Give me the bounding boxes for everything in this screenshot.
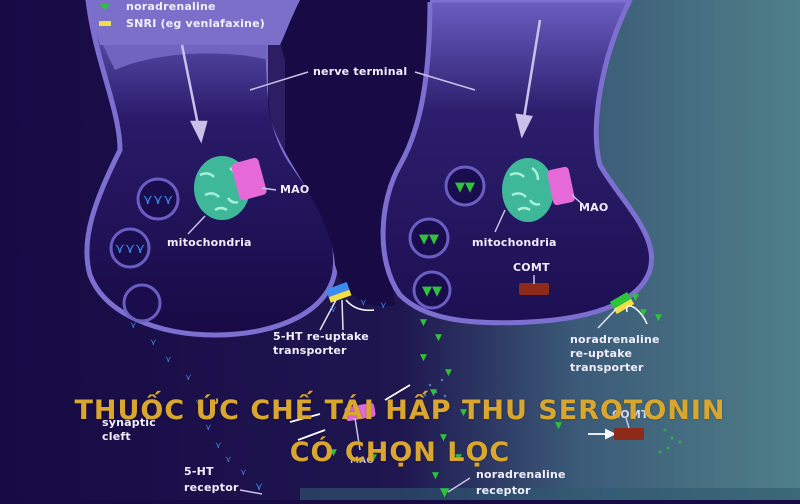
svg-text:▼: ▼	[445, 368, 452, 378]
svg-text:⋎: ⋎	[255, 480, 263, 493]
svg-text:⋎: ⋎	[165, 355, 172, 365]
svg-text:▼: ▼	[435, 333, 442, 343]
svg-text:▼: ▼	[370, 453, 377, 463]
svg-text:▼: ▼	[420, 318, 427, 328]
title-line-1: THUỐC ỨC CHẾ TÁI HẤP THU SEROTONIN	[74, 395, 726, 426]
na-transporter-label-1: noradrenaline	[570, 333, 660, 346]
svg-text:▼: ▼	[460, 408, 467, 418]
svg-text:⋎⋎⋎: ⋎⋎⋎	[143, 192, 174, 208]
svg-text:▼: ▼	[432, 471, 439, 481]
legend-snri-icon	[99, 21, 111, 26]
left-mao-icon	[231, 157, 267, 201]
right-vesicle-3: ▼▼	[412, 270, 452, 310]
svg-text:▼: ▼	[655, 313, 662, 323]
na-transporter-label-2: re-uptake	[570, 347, 633, 360]
right-vesicle-2: ▼▼	[408, 217, 450, 259]
right-mitochondria-label: mitochondria	[472, 236, 557, 249]
left-vesicle-1: ⋎⋎⋎	[136, 177, 180, 221]
svg-text:▼: ▼	[455, 453, 462, 463]
svg-text:▼: ▼	[440, 433, 447, 443]
svg-text:⋎: ⋎	[195, 398, 202, 408]
ht-receptor-label-2: receptor	[184, 481, 239, 494]
svg-text:▼▼: ▼▼	[419, 232, 439, 247]
comt-label-top: COMT	[513, 261, 550, 274]
svg-text:⋎: ⋎	[360, 298, 367, 308]
comt-icon-bottom	[614, 428, 644, 440]
bottom-mao-icon	[344, 402, 376, 422]
mao-label-bottom: MAO	[350, 456, 375, 466]
svg-text:▼: ▼	[555, 421, 562, 431]
svg-text:⋎: ⋎	[185, 373, 192, 383]
na-transporter-label-3: transporter	[570, 361, 644, 374]
ht-reuptake-transporter-icon	[325, 282, 352, 303]
svg-text:▼: ▼	[440, 485, 450, 499]
right-vesicle-1: ▼▼	[444, 165, 486, 207]
legend-snri-label: SNRI (eg venlafaxine)	[126, 17, 265, 30]
svg-text:▼: ▼	[330, 448, 337, 458]
left-vesicle-3	[122, 283, 162, 323]
svg-text:⋎: ⋎	[215, 441, 222, 451]
comt-label-bottom: COMT	[612, 408, 649, 421]
title-line-2: CÓ CHỌN LỌC	[289, 437, 511, 468]
right-mitochondria-icon	[502, 158, 554, 222]
noradrenaline-molecules: ▼ ▼ ▼ ▼ ▼ ▼ ▼ ▼ ▼ ▼ ▼ ▼ ▼ ▼ ▼ ▼	[330, 293, 662, 499]
right-mao-icon	[547, 166, 575, 206]
synaptic-cleft-label-1: synaptic	[102, 416, 156, 429]
comt-icon-top	[519, 283, 549, 295]
na-receptor-label-2: receptor	[476, 484, 531, 497]
svg-text:▼: ▼	[420, 353, 427, 363]
svg-text:⋎⋎⋎: ⋎⋎⋎	[115, 241, 146, 257]
arrow-right-down	[515, 19, 542, 139]
ht-transporter-label-2: transporter	[273, 344, 347, 357]
svg-text:⋎: ⋎	[380, 301, 387, 311]
legend-noradrenaline-icon	[100, 4, 110, 10]
serotonin-molecules: ⋎ ⋎ ⋎ ⋎ ⋎ ⋎ ⋎ ⋎ ⋎ ⋎ ⋎ ⋎ ⋎	[130, 298, 387, 493]
na-receptor-label-1: noradrenaline	[476, 468, 566, 481]
left-mao-label: MAO	[280, 183, 310, 196]
svg-text:▼: ▼	[430, 388, 437, 398]
synaptic-cleft-label-2: cleft	[102, 430, 131, 443]
left-vesicle-2: ⋎⋎⋎	[109, 227, 151, 269]
svg-text:⋎: ⋎	[330, 305, 337, 315]
arrow-left-down	[180, 44, 208, 144]
svg-text:⋎: ⋎	[240, 468, 247, 478]
right-mao-label: MAO	[579, 201, 609, 214]
svg-text:⋎: ⋎	[225, 455, 232, 465]
svg-text:▼: ▼	[632, 293, 639, 303]
na-reuptake-transporter-icon	[609, 291, 635, 315]
svg-text:▼▼: ▼▼	[455, 180, 475, 195]
ht-receptor-label-1: 5-HT	[184, 465, 214, 478]
left-mitochondria-label: mitochondria	[167, 236, 252, 249]
svg-text:▼▼: ▼▼	[422, 284, 442, 299]
svg-text:⋎: ⋎	[130, 321, 137, 331]
svg-text:⋎: ⋎	[150, 338, 157, 348]
svg-text:▼: ▼	[640, 308, 647, 318]
legend-noradrenaline-label: noradrenaline	[126, 0, 216, 13]
nerve-terminal-label: nerve terminal	[313, 65, 408, 78]
svg-text:⋎: ⋎	[205, 423, 212, 433]
ht-transporter-label-1: 5-HT re-uptake	[273, 330, 369, 343]
